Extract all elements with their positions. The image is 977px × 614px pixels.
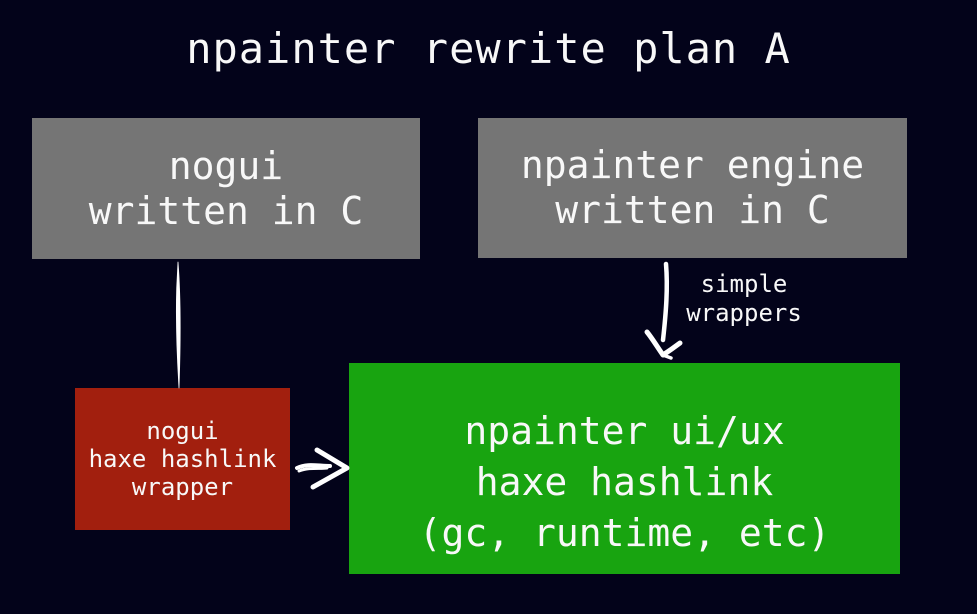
box-wrapper-line-3: wrapper bbox=[131, 473, 234, 501]
arrow-nogui-to-wrapper-icon bbox=[176, 261, 181, 389]
simple-wrappers-line-2: wrappers bbox=[686, 299, 802, 327]
box-npainter-ui-ux: npainter ui/ux haxe hashlink (gc, runtim… bbox=[349, 363, 900, 574]
simple-wrappers-label: simple wrappers bbox=[678, 270, 810, 328]
box-wrapper-line-1: nogui bbox=[146, 417, 219, 445]
box-nogui-wrapper: nogui haxe hashlink wrapper bbox=[75, 388, 290, 530]
box-wrapper-line-2: haxe hashlink bbox=[88, 445, 277, 473]
box-npainter-engine-c: npainter engine written in C bbox=[478, 118, 907, 258]
arrow-engine-to-ui-icon bbox=[644, 261, 683, 360]
box-nogui-c-line-1: nogui bbox=[168, 143, 284, 188]
box-engine-line-2: written in C bbox=[555, 188, 830, 232]
box-nogui-c-line-2: written in C bbox=[88, 188, 364, 233]
box-ui-line-2: haxe hashlink bbox=[475, 460, 774, 504]
box-nogui-c: nogui written in C bbox=[32, 118, 420, 259]
box-ui-line-1: npainter ui/ux bbox=[464, 409, 785, 453]
diagram-title: npainter rewrite plan A bbox=[186, 24, 791, 73]
box-engine-line-1: npainter engine bbox=[520, 143, 865, 187]
arrow-wrapper-to-ui-icon bbox=[295, 447, 350, 490]
box-ui-line-3: (gc, runtime, etc) bbox=[418, 511, 831, 555]
simple-wrappers-line-1: simple bbox=[700, 270, 788, 298]
